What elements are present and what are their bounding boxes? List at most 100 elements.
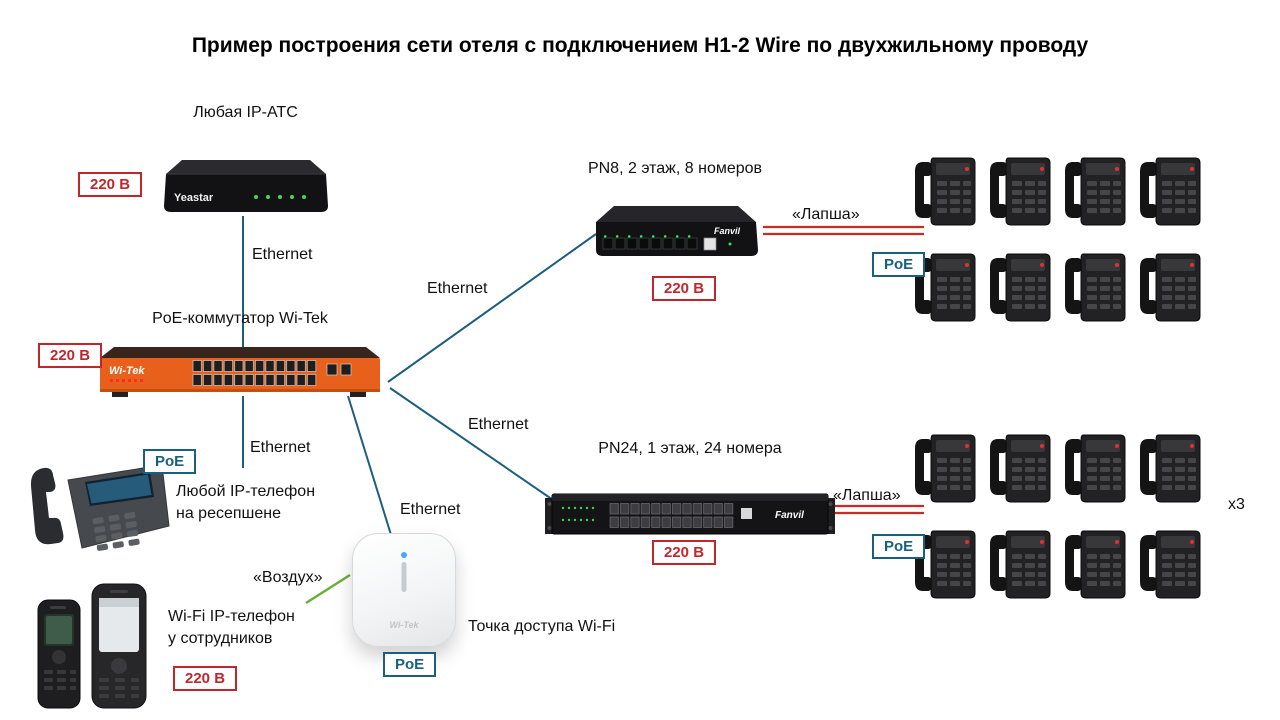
hotel-phone [912, 150, 978, 230]
phone-grid-pn8 [912, 150, 1203, 326]
reception-phone-handset [30, 467, 64, 545]
hotel-phone [1137, 523, 1203, 603]
ethernet-label-pbx-switch: Ethernet [252, 246, 313, 263]
hotel-phone-icon [990, 530, 1051, 599]
hotel-phone-icon [990, 253, 1051, 322]
wifi-handset-left [37, 599, 81, 709]
ethernet-label-switch-pn8: Ethernet [427, 280, 488, 297]
pn24-label: PN24, 1 этаж, 24 номера [598, 440, 782, 457]
reception-phone-label-line2: на ресепшене [176, 505, 282, 522]
wifi-handsets-device [36, 580, 154, 719]
access-point-device: Wi-Tek [352, 533, 456, 647]
air-label: «Воздух» [253, 569, 323, 586]
core-switch-ports-row2 [192, 373, 317, 387]
pn8-device: Fanvil [586, 202, 766, 267]
core-switch-device: Wi-Tek [94, 344, 386, 407]
wire-switch-to-ap [347, 395, 393, 539]
hotel-phone-icon [1140, 253, 1201, 322]
access-point-led [401, 552, 407, 558]
hotel-phone-icon [915, 253, 976, 322]
wifi-phone-label-line2: у сотрудников [168, 630, 273, 647]
pn8-icon: Fanvil [596, 206, 758, 256]
core-switch-leds [110, 379, 143, 382]
wifi-handsets-icon [37, 583, 147, 709]
pbx-device: Yeastar [158, 156, 333, 223]
reception-phone-device [22, 452, 172, 569]
pn8-brand-logo: Fanvil [714, 226, 741, 236]
hotel-phone-icon [1065, 434, 1126, 503]
reception-phone-screen [87, 474, 152, 504]
wire-switch-to-pn8 [387, 233, 597, 383]
wire-lapsha-pn8 [763, 225, 924, 236]
access-point-label: Точка доступа Wi-Fi [468, 618, 616, 635]
phone-grid-pn24 [912, 427, 1203, 603]
hotel-phone [987, 246, 1053, 326]
access-point-slot [401, 562, 407, 592]
reception-phone-icon [30, 464, 170, 551]
hotel-phone-icon [1065, 530, 1126, 599]
pn24-ports-row2 [609, 515, 734, 529]
hotel-phone-icon [990, 157, 1051, 226]
hotel-phone-icon [990, 434, 1051, 503]
pn24-leds [561, 506, 595, 522]
ethernet-label-switch-phone: Ethernet [250, 439, 311, 456]
hotel-phone-icon [915, 530, 976, 599]
pn8-label: PN8, 2 этаж, 8 номеров [587, 160, 763, 177]
pbx-brand-logo: Yeastar [174, 192, 214, 204]
ethernet-label-switch-ap: Ethernet [400, 501, 461, 518]
hotel-phone [1137, 246, 1203, 326]
pn8-uplink-port [703, 237, 717, 251]
multiplier-label: x3 [1228, 496, 1245, 513]
wire-switch-to-pn24 [389, 387, 557, 503]
pn24-rack-ears [545, 498, 835, 534]
power-badge-core-switch: 220 В [38, 343, 103, 368]
core-switch-ports-row1 [192, 359, 317, 373]
access-point-brand-logo: Wi-Tek [389, 620, 419, 630]
hotel-phone-icon [1140, 530, 1201, 599]
hotel-phone [987, 523, 1053, 603]
hotel-phone [1137, 427, 1203, 507]
hotel-phone-icon [1140, 434, 1201, 503]
pn8-ports [602, 234, 698, 250]
pn24-device: Fanvil [545, 484, 835, 545]
pn24-brand-logo: Fanvil [775, 510, 804, 521]
core-switch-icon: Wi-Tek [100, 347, 380, 397]
hotel-phone [912, 427, 978, 507]
pn24-ports-row1 [609, 502, 734, 516]
pbx-label: Любая IP-АТС [193, 104, 298, 121]
lapsha-label-pn8: «Лапша» [792, 206, 860, 223]
wifi-phone-label-line1: Wi-Fi IP-телефон [168, 608, 295, 625]
hotel-phone-icon [1140, 157, 1201, 226]
hotel-phone [1062, 427, 1128, 507]
reception-phone-label: Любой IP-телефон на ресепшене [176, 481, 315, 525]
poe-badge-pn24: PoE [872, 534, 926, 559]
core-switch-sfp-ports [326, 363, 352, 376]
pn24-icon: Fanvil [545, 493, 835, 535]
reception-phone-keypad [92, 512, 140, 551]
poe-badge-reception: PoE [143, 449, 197, 474]
hotel-phone [1137, 150, 1203, 230]
hotel-phone [912, 523, 978, 603]
power-badge-pbx: 220 В [78, 172, 143, 197]
power-badge-pn8: 220 В [652, 276, 717, 301]
hotel-phone [1062, 246, 1128, 326]
hotel-phone-icon [915, 434, 976, 503]
core-switch-label: PoE-коммутатор Wi-Tek [152, 310, 328, 327]
diagram-title: Пример построения сети отеля с подключен… [191, 34, 1089, 57]
pn24-uplink-port [741, 508, 752, 519]
wire-lapsha-pn24 [835, 504, 924, 515]
power-badge-pn24: 220 В [652, 540, 717, 565]
pbx-status-leds [254, 195, 306, 199]
reception-phone-label-line1: Любой IP-телефон [176, 483, 316, 500]
poe-badge-pn8: PoE [872, 252, 926, 277]
hotel-phone-icon [915, 157, 976, 226]
hotel-phone [987, 150, 1053, 230]
hotel-phone [987, 427, 1053, 507]
hotel-phone [912, 246, 978, 326]
power-badge-wifi-phone: 220 В [173, 666, 238, 691]
wifi-handset-right [91, 583, 147, 709]
wifi-phone-label: Wi-Fi IP-телефон у сотрудников [168, 606, 295, 650]
pbx-icon: Yeastar [164, 160, 328, 212]
